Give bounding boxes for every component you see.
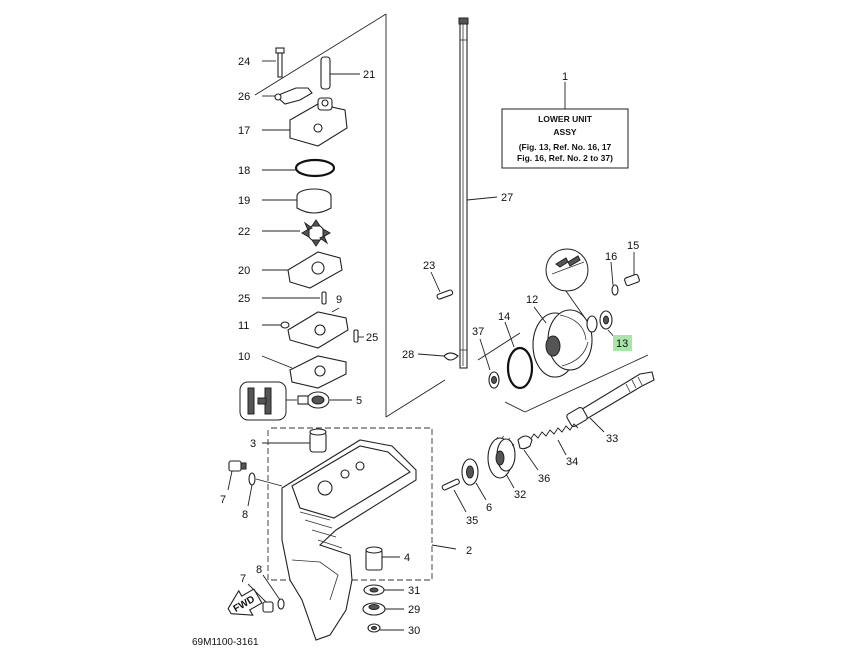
callout-2: 2 [466, 545, 472, 557]
pinion-gear-29 [362, 602, 404, 616]
callout-21: 21 [363, 69, 375, 81]
seal-detail-inset-5 [239, 381, 297, 421]
oil-seal-5 [297, 391, 352, 409]
pin-35 [441, 478, 467, 513]
callout-18: 18 [238, 165, 250, 177]
callout-31: 31 [408, 585, 420, 597]
spring-34 [529, 423, 579, 456]
callout-22: 22 [238, 226, 250, 238]
detail-inset-16 [545, 248, 589, 319]
thrust-washer-37 [479, 338, 500, 389]
callout-labels: 24 21 26 17 18 19 22 20 25 9 11 25 10 5 … [220, 56, 639, 637]
callout-13: 13 [616, 338, 628, 350]
clip-28 [417, 352, 459, 361]
callout-30: 30 [408, 625, 420, 637]
washer-16 [610, 261, 619, 296]
gasket-8a [247, 472, 283, 507]
bearing-6 [461, 458, 487, 501]
callout-11: 11 [238, 320, 249, 332]
insert-cartridge-19 [262, 188, 332, 214]
box-line2: ASSY [553, 127, 576, 137]
assembly-frame [254, 13, 649, 418]
callout-15: 15 [627, 240, 639, 252]
callout-35: 35 [466, 515, 478, 527]
clip-36 [517, 435, 539, 471]
o-ring-14 [504, 321, 534, 390]
plate-26 [262, 87, 313, 105]
callout-3: 3 [250, 438, 256, 450]
drive-shaft [458, 17, 469, 369]
housing-12 [532, 306, 593, 378]
lower-unit-assy-box: LOWER UNIT ASSY (Fig. 13, Ref. No. 16, 1… [501, 82, 629, 169]
callout-9: 9 [336, 294, 342, 306]
pump-housing-17 [262, 97, 348, 147]
callout-10: 10 [238, 351, 250, 363]
gear-32 [487, 435, 516, 489]
callout-20: 20 [238, 265, 250, 277]
callout-7a: 7 [220, 494, 226, 506]
dowel-pin-25b [353, 329, 364, 343]
callout-33: 33 [606, 433, 618, 445]
callout-29: 29 [408, 604, 420, 616]
fwd-arrow-mark: FWD [227, 588, 263, 616]
bushing-3 [262, 428, 327, 453]
callout-8b: 8 [256, 564, 262, 576]
bearing-31 [363, 584, 404, 596]
highlight-13 [613, 335, 632, 351]
callout-16: 16 [605, 251, 617, 263]
callout-7b: 7 [240, 573, 246, 585]
callout-26: 26 [238, 91, 250, 103]
drain-screw-7a [227, 460, 247, 491]
plate-20 [262, 251, 343, 289]
box-line4: Fig. 16, Ref. No. 2 to 37) [517, 153, 613, 163]
gasket-8b [262, 574, 285, 610]
callout-1: 1 [562, 71, 568, 83]
callout-37: 37 [472, 326, 484, 338]
dowel-pin-25a [262, 291, 327, 305]
callout-25a: 25 [238, 293, 250, 305]
o-ring-18 [262, 158, 336, 178]
impeller-22 [262, 219, 332, 247]
bolt-24 [262, 47, 285, 78]
leader-27 [466, 196, 498, 201]
box-line1: LOWER UNIT [538, 114, 593, 124]
callout-25b: 25 [366, 332, 378, 344]
callout-34: 34 [566, 456, 578, 468]
callout-23: 23 [423, 260, 435, 272]
nut-30 [367, 623, 404, 633]
callout-14: 14 [498, 311, 510, 323]
callout-5: 5 [356, 395, 362, 407]
callout-4: 4 [404, 552, 410, 564]
gasket-10 [261, 355, 347, 389]
box-line3: (Fig. 13, Ref. No. 16, 17 [519, 142, 612, 152]
callout-8a: 8 [242, 509, 248, 521]
propeller-shaft-33 [566, 371, 655, 433]
small-ring-11 [262, 321, 290, 329]
callout-24: 24 [238, 56, 250, 68]
callout-6: 6 [486, 502, 492, 514]
lower-casing-2 [281, 439, 457, 641]
callout-17: 17 [238, 125, 250, 137]
tube-21 [320, 56, 360, 90]
callout-19: 19 [238, 195, 250, 207]
pin-23 [430, 271, 454, 300]
oil-seal-13 [586, 310, 618, 341]
callout-32: 32 [514, 489, 526, 501]
callout-28: 28 [402, 349, 414, 361]
pump-base-9 [287, 307, 349, 349]
callout-36: 36 [538, 473, 550, 485]
bolt-15 [624, 252, 640, 287]
drain-screw-7b [247, 583, 274, 613]
bushing-4 [365, 546, 400, 571]
catalog-code: 69M1100-3161 [192, 637, 259, 648]
lower-case-dashed-box [267, 427, 433, 581]
callout-12: 12 [526, 294, 538, 306]
callout-27: 27 [501, 192, 513, 204]
